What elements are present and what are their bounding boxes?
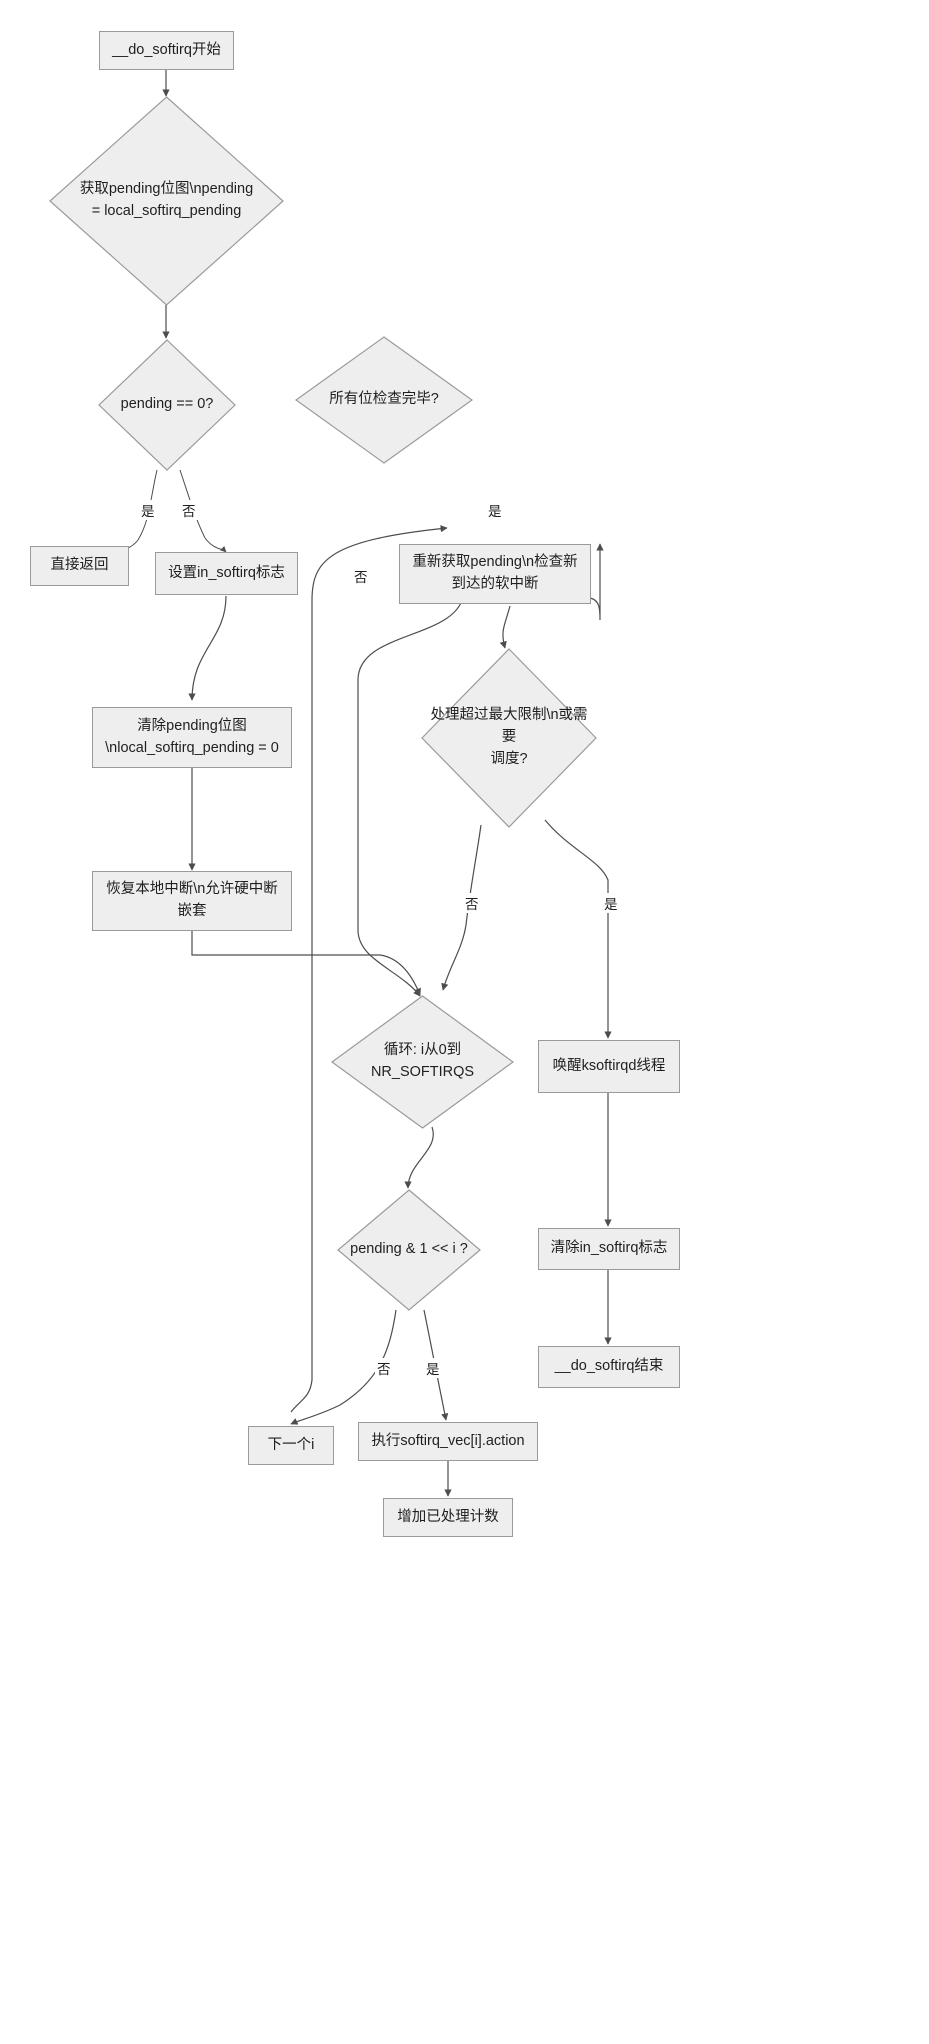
node-action[interactable]: 执行softirq_vec[i].action (358, 1422, 538, 1461)
diamond-shape (295, 336, 473, 464)
node-return[interactable]: 直接返回 (30, 546, 129, 586)
diamond-shape (337, 1189, 481, 1311)
node-refetch[interactable]: 重新获取pending\n检查新 到达的软中断 (399, 544, 591, 604)
node-restore-irq[interactable]: 恢复本地中断\n允许硬中断 嵌套 (92, 871, 292, 931)
edge-label-over-limit-no: 否 (463, 893, 481, 913)
node-pending-zero-label: pending == 0? (120, 396, 214, 413)
edge-label-pending-zero-yes: 是 (139, 500, 157, 520)
node-end[interactable]: __do_softirq结束 (538, 1346, 680, 1388)
node-start[interactable]: __do_softirq开始 (99, 31, 234, 70)
node-clear-bitmap[interactable]: 清除pending位图 \nlocal_softirq_pending = 0 (92, 707, 292, 768)
node-all-checked-label: 所有位检查完毕? (329, 391, 439, 408)
edge-label-over-limit-yes: 是 (602, 893, 620, 913)
diamond-shape (421, 648, 597, 828)
node-set-flag[interactable]: 设置in_softirq标志 (155, 552, 298, 595)
node-end-label: __do_softirq结束 (554, 1358, 664, 1375)
node-count[interactable]: 增加已处理计数 (383, 1498, 513, 1537)
node-loop[interactable]: 循环: i从0到NR_SOFTIRQS (331, 995, 514, 1129)
node-restore-irq-label: 恢复本地中断\n允许硬中断 嵌套 (106, 881, 278, 919)
diamond-shape (98, 339, 236, 471)
node-pending-zero[interactable]: pending == 0? (98, 339, 236, 471)
edge-label-bit-test-no: 否 (375, 1358, 393, 1378)
node-wake-label: 唤醒ksoftirqd线程 (552, 1057, 666, 1074)
edge-label-all-checked-no: 否 (352, 566, 370, 586)
node-start-label: __do_softirq开始 (112, 41, 221, 58)
node-over-limit[interactable]: 处理超过最大限制\n或需要 调度? (421, 648, 597, 828)
node-clear-flag[interactable]: 清除in_softirq标志 (538, 1228, 680, 1270)
node-get-pending[interactable]: 获取pending位图\npending = local_softirq_pen… (49, 96, 284, 306)
edge-label-all-checked-yes: 是 (486, 500, 504, 520)
node-next-i[interactable]: 下一个i (248, 1426, 334, 1465)
node-set-flag-label: 设置in_softirq标志 (168, 564, 285, 581)
node-bit-test-label: pending & 1 << i ? (350, 1241, 468, 1258)
node-over-limit-label: 处理超过最大限制\n或需要 调度? (430, 707, 588, 767)
node-clear-flag-label: 清除in_softirq标志 (550, 1240, 668, 1257)
node-bit-test[interactable]: pending & 1 << i ? (337, 1189, 481, 1311)
node-all-checked[interactable]: 所有位检查完毕? (295, 336, 473, 464)
node-clear-bitmap-label: 清除pending位图 \nlocal_softirq_pending = 0 (105, 717, 279, 756)
diamond-shape (49, 96, 284, 306)
node-count-label: 增加已处理计数 (397, 1508, 499, 1525)
node-wake[interactable]: 唤醒ksoftirqd线程 (538, 1040, 680, 1093)
node-loop-label: 循环: i从0到NR_SOFTIRQS (370, 1042, 475, 1080)
node-action-label: 执行softirq_vec[i].action (371, 1432, 525, 1449)
edge-label-pending-zero-no: 否 (180, 500, 198, 520)
node-return-label: 直接返回 (50, 557, 109, 574)
node-next-i-label: 下一个i (267, 1436, 315, 1453)
node-get-pending-label: 获取pending位图\npending = local_softirq_pen… (79, 181, 254, 219)
diamond-shape (331, 995, 514, 1129)
edge-label-bit-test-yes: 是 (424, 1358, 442, 1378)
node-refetch-label: 重新获取pending\n检查新 到达的软中断 (412, 554, 578, 592)
